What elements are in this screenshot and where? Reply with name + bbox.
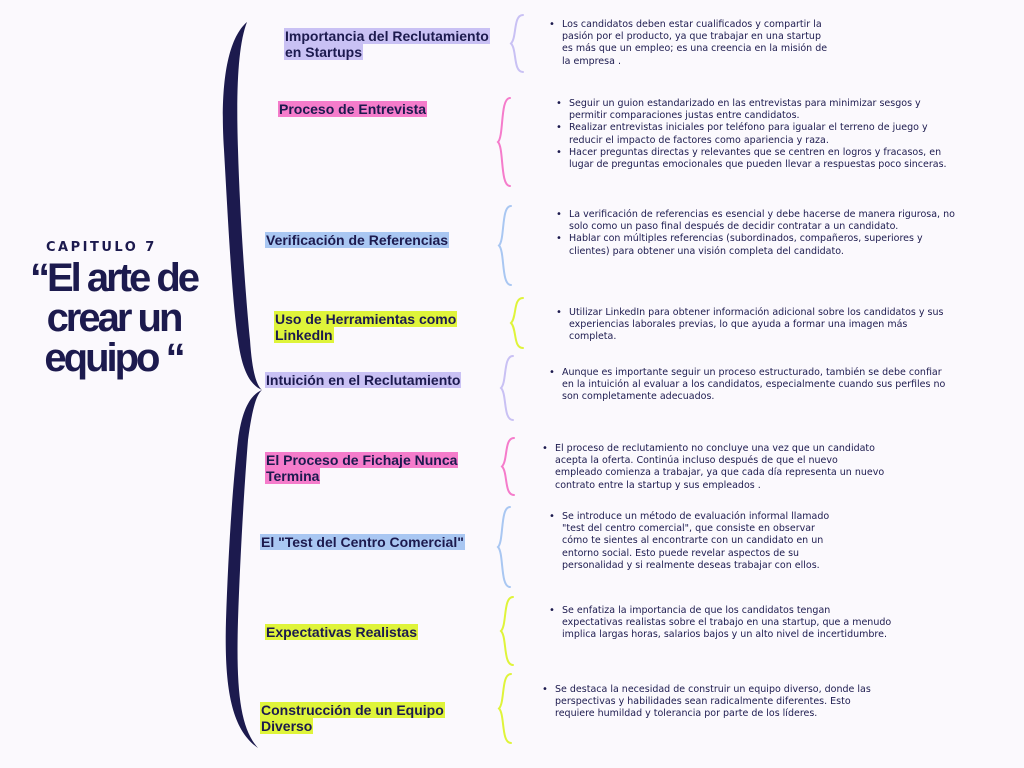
section-bullets: Seguir un guion estandarizado en las ent… [556, 98, 955, 171]
bullet-item: La verificación de referencias es esenci… [556, 209, 955, 233]
section-title: El Proceso de Fichaje Nunca Termina [265, 452, 480, 484]
bullet-item: Hacer preguntas directas y relevantes qu… [556, 147, 955, 171]
main-brace [222, 22, 262, 748]
bullet-item: Utilizar LinkedIn para obtener informaci… [556, 307, 955, 344]
section-brace [497, 673, 512, 744]
bullet-item: El proceso de reclutamiento no concluye … [542, 443, 886, 492]
section-bullets: La verificación de referencias es esenci… [556, 209, 955, 258]
section-title: Verificación de Referencias [265, 232, 475, 248]
section-title: Importancia del Reclutamiento en Startup… [284, 28, 490, 60]
title-line: crear un [46, 296, 184, 340]
section-title-text: El Proceso de Fichaje Nunca Termina [265, 452, 459, 484]
section-bullets: Se enfatiza la importancia de que los ca… [549, 605, 893, 642]
section-title: Expectativas Realistas [265, 624, 455, 640]
section-title-text: Uso de Herramientas como LinkedIn [274, 311, 458, 343]
bullet-item: Hablar con múltiples referencias (subord… [556, 233, 955, 257]
bullet-item: Aunque es importante seguir un proceso e… [549, 367, 948, 404]
section-title-text: Importancia del Reclutamiento en Startup… [284, 28, 490, 60]
bullet-item: Los candidatos deben estar cualificados … [549, 19, 833, 68]
bullet-item: Realizar entrevistas iniciales por teléf… [556, 122, 955, 146]
section-brace [496, 506, 511, 588]
main-title: “El arte de crear un equipo “ [6, 258, 221, 378]
section-brace [499, 596, 514, 666]
section-bullets: Aunque es importante seguir un proceso e… [549, 367, 948, 404]
bullet-item: Seguir un guion estandarizado en las ent… [556, 98, 955, 122]
section-title-text: Proceso de Entrevista [278, 101, 428, 117]
section-brace [509, 14, 524, 73]
bullet-item: Se enfatiza la importancia de que los ca… [549, 605, 893, 642]
section-bullets: Se destaca la necesidad de construir un … [542, 684, 886, 721]
section-brace [497, 205, 512, 286]
section-brace [500, 437, 515, 496]
section-title-text: Construcción de un Equipo Diverso [260, 702, 445, 734]
section-brace [509, 297, 524, 349]
section-brace [499, 355, 514, 421]
section-title-text: Verificación de Referencias [265, 232, 450, 248]
section-title-text: Intuición en el Reclutamiento [265, 372, 462, 388]
bullet-item: Se introduce un método de evaluación inf… [549, 511, 838, 572]
title-line: “El arte de [29, 256, 200, 300]
chapter-label: CAPITULO 7 [46, 240, 157, 255]
section-bullets: Utilizar LinkedIn para obtener informaci… [556, 307, 955, 344]
section-brace [496, 97, 511, 187]
section-bullets: El proceso de reclutamiento no concluye … [542, 443, 886, 492]
title-line: equipo “ [44, 336, 185, 380]
section-title-text: El "Test del Centro Comercial" [260, 534, 465, 550]
section-title: El "Test del Centro Comercial" [260, 534, 490, 550]
section-bullets: Se introduce un método de evaluación inf… [549, 511, 838, 572]
section-title: Construcción de un Equipo Diverso [260, 702, 470, 734]
section-bullets: Los candidatos deben estar cualificados … [549, 19, 833, 68]
bullet-item: Se destaca la necesidad de construir un … [542, 684, 886, 721]
section-title-text: Expectativas Realistas [265, 624, 418, 640]
section-title: Intuición en el Reclutamiento [265, 372, 490, 388]
section-title: Uso de Herramientas como LinkedIn [274, 311, 484, 343]
section-title: Proceso de Entrevista [278, 101, 448, 117]
